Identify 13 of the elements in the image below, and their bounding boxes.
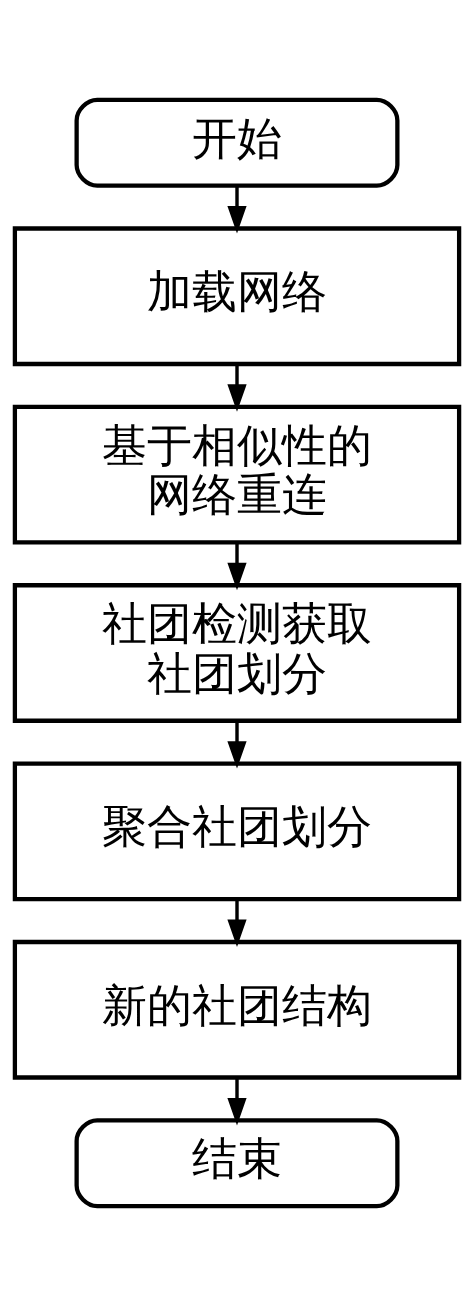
node-box: 聚合社团划分 <box>12 761 462 902</box>
node-box: 加载网络 <box>12 226 462 367</box>
arrow <box>227 542 247 591</box>
arrow <box>227 899 247 947</box>
arrow <box>227 1077 247 1126</box>
arrow <box>227 186 247 234</box>
node-box: 新的社团结构 <box>12 939 462 1080</box>
node-box: 基于相似性的网络重连 <box>12 404 462 545</box>
node-box: 社团检测获取社团划分 <box>12 583 462 723</box>
arrow <box>227 720 247 769</box>
node-box: 结束 <box>74 1118 400 1209</box>
arrow <box>227 364 247 412</box>
node-box: 开始 <box>74 97 400 188</box>
